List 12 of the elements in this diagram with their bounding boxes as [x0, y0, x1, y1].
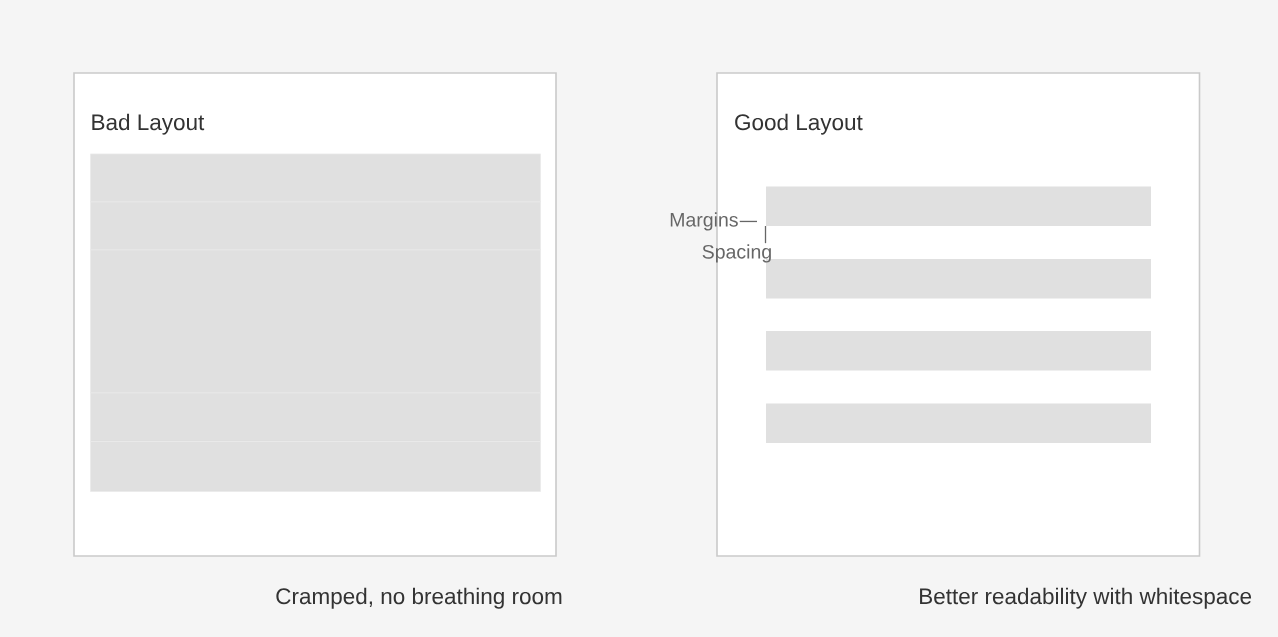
placeholder-bar: [766, 403, 1151, 443]
placeholder-bar: [766, 331, 1151, 371]
placeholder-bar: [90, 201, 541, 251]
placeholder-bar: [90, 392, 541, 442]
placeholder-bar: [90, 153, 541, 203]
annotation-text: Spacing: [702, 244, 771, 263]
leader-line: [764, 225, 767, 244]
panel-label: Better readability with whitespace: [920, 587, 1252, 609]
placeholder-bar: [766, 186, 1151, 226]
annotation-text: Margins: [670, 212, 738, 231]
placeholder-bar: [90, 441, 541, 492]
panel-label: Cramped, no breathing room: [276, 587, 562, 609]
